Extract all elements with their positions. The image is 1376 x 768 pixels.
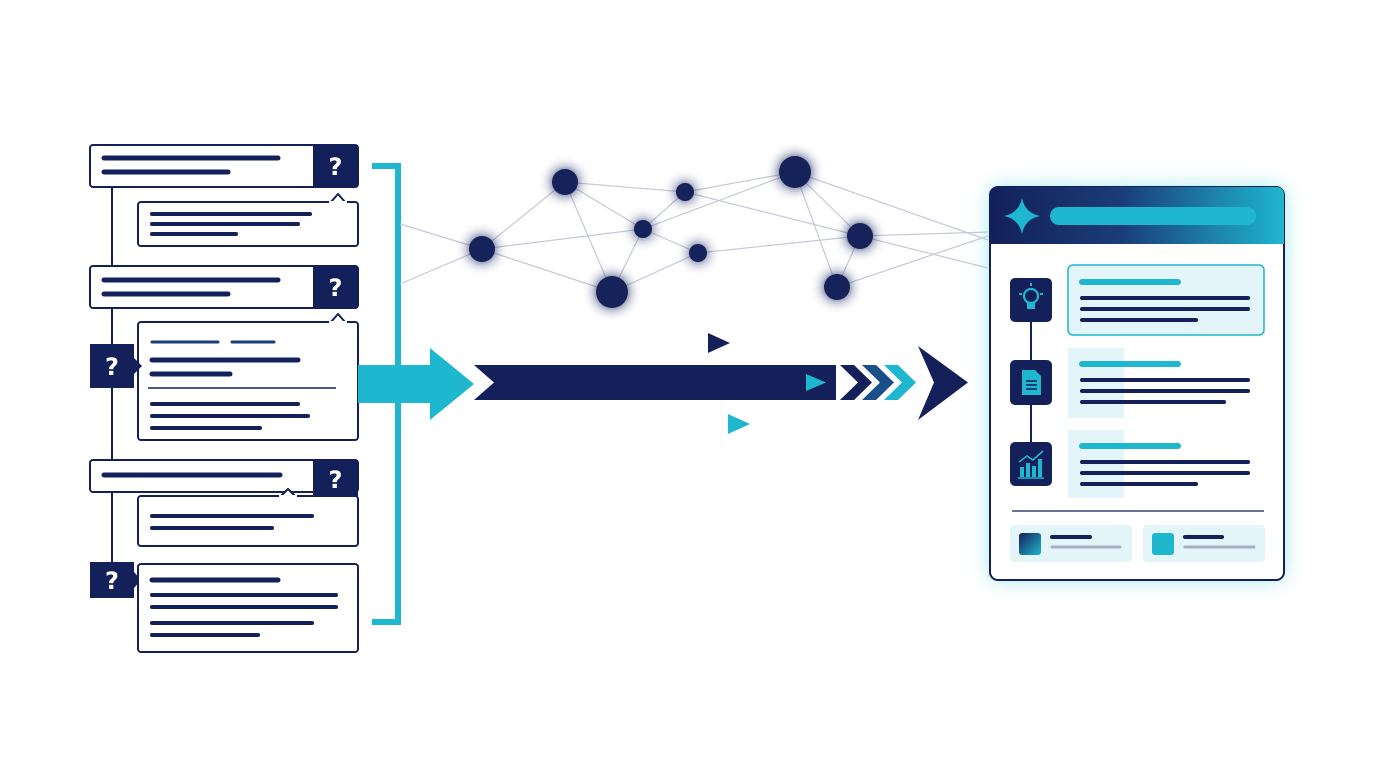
network-node <box>552 169 578 195</box>
question-mark-1: ? <box>329 153 343 181</box>
knowledge-network <box>399 156 989 308</box>
network-node <box>824 274 850 300</box>
bar-chart-icon <box>1010 442 1052 486</box>
question-mark-2: ? <box>329 274 343 302</box>
flow-arrows <box>474 333 968 434</box>
question-card-4: ? <box>89 459 359 496</box>
summary-card-1 <box>1010 525 1132 562</box>
lightbulb-icon <box>1010 278 1052 322</box>
network-node <box>634 220 652 238</box>
question-card-1: ? <box>89 144 359 188</box>
network-node <box>779 156 811 188</box>
merge-bracket <box>358 163 474 625</box>
chevron <box>884 365 916 400</box>
network-node <box>847 223 873 249</box>
result-panel <box>989 186 1285 581</box>
network-edges <box>399 171 989 293</box>
network-node <box>469 236 495 262</box>
network-node <box>689 244 707 262</box>
answer-card-4 <box>137 488 359 547</box>
question-mark-3: ? <box>105 353 119 381</box>
main-arrowhead <box>918 346 968 420</box>
network-node <box>596 276 628 308</box>
network-nodes <box>469 156 873 308</box>
header-title-bar <box>1050 207 1256 225</box>
result-row-1 <box>1010 264 1265 336</box>
result-row-2 <box>1010 348 1250 418</box>
chevron <box>840 365 872 400</box>
question-badge-4 <box>313 460 358 496</box>
answer-card-2 <box>137 313 359 441</box>
question-card-2: ? <box>89 265 359 309</box>
chevron <box>862 365 894 400</box>
question-mark-5: ? <box>105 567 119 595</box>
question-stack: ? ? <box>89 144 359 653</box>
merge-arrow <box>358 348 474 420</box>
answer-card-1 <box>137 193 359 247</box>
result-row-3 <box>1010 430 1250 498</box>
question-badge-1 <box>313 145 358 187</box>
question-badge-3: ? <box>90 344 142 388</box>
network-node <box>676 183 694 201</box>
sparkle-icon <box>1004 198 1040 234</box>
question-mark-4: ? <box>329 466 343 494</box>
question-badge-5: ? <box>90 562 141 598</box>
square-icon <box>1152 533 1174 555</box>
square-icon <box>1019 533 1041 555</box>
question-badge-2 <box>313 266 358 308</box>
answer-card-5 <box>137 563 359 653</box>
summary-card-2 <box>1143 525 1265 562</box>
